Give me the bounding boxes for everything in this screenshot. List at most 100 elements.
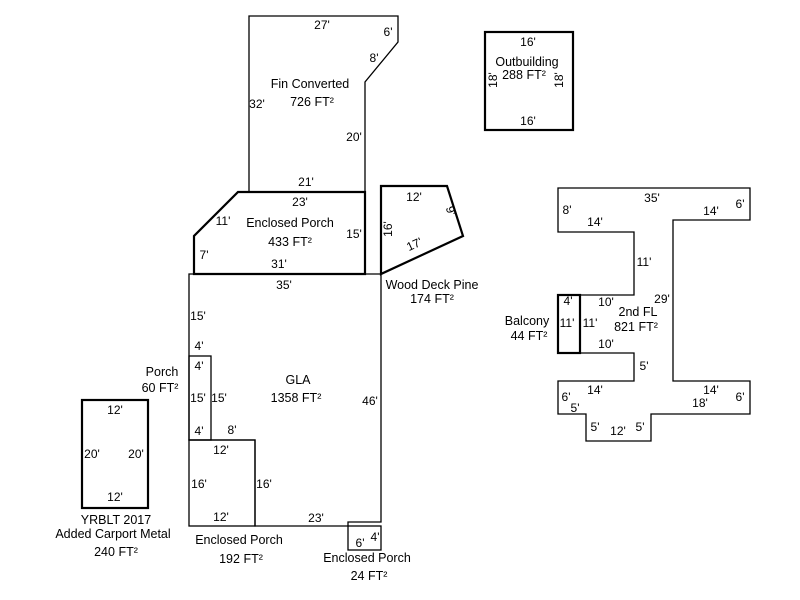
enclosed-porch-192-outline xyxy=(188,439,256,527)
balcony-area: 44 FT² xyxy=(511,329,548,343)
carport-outline xyxy=(80,398,150,510)
enclosed-porch-192-dim-top: 12' xyxy=(213,443,229,457)
second-floor-dim-right-29: 29' xyxy=(654,292,670,306)
gla-dim-left-4b: 4' xyxy=(195,424,204,438)
fin-converted-name: Fin Converted xyxy=(271,77,350,91)
second-floor-name: 2nd FL xyxy=(619,305,658,319)
fin-converted-dim-notch-diag: 8' xyxy=(370,51,379,65)
enclosed-porch-433-dim-diag: 11' xyxy=(216,214,231,228)
wood-deck-dim-diag: 17' xyxy=(404,235,424,254)
enclosed-porch-433-section: Enclosed Porch 433 FT² 23' 11' 7' 15' 31… xyxy=(192,190,367,276)
second-floor-dim-br-step: 14' xyxy=(703,383,719,397)
fin-converted-dim-left: 32' xyxy=(249,97,265,111)
gla-section: GLA 1358 FT² 35' 15' 4' 15' 4' 8' 46' 23… xyxy=(188,273,382,527)
wood-deck-dim-left: 16' xyxy=(381,221,395,237)
porch-dim-left: 15' xyxy=(190,391,206,405)
fin-converted-dim-bottom: 21' xyxy=(298,175,314,189)
wood-deck-outline xyxy=(379,184,465,276)
wood-deck-section: Wood Deck Pine 174 FT² 12' 9' 16' 17' xyxy=(379,184,479,306)
balcony-section: Balcony 44 FT² 4' 11' 11' xyxy=(505,293,598,355)
second-floor-dim-br-side: 6' xyxy=(736,390,745,404)
enclosed-porch-24-outline xyxy=(347,525,382,551)
carport-section: YRBLT 2017 Added Carport Metal 240 FT² 1… xyxy=(55,398,171,559)
gla-dim-left-15: 15' xyxy=(211,391,227,405)
carport-area: 240 FT² xyxy=(94,545,138,559)
enclosed-porch-192-area: 192 FT² xyxy=(219,552,263,566)
second-floor-dim-bl-5c: 5' xyxy=(636,420,645,434)
enclosed-porch-433-name: Enclosed Porch xyxy=(246,216,334,230)
outbuilding-dim-right: 18' xyxy=(552,72,566,88)
wood-deck-dim-top: 12' xyxy=(406,190,422,204)
fin-converted-dim-right: 20' xyxy=(346,130,362,144)
enclosed-porch-433-dim-bottom: 31' xyxy=(271,257,287,271)
enclosed-porch-192-dim-right: 16' xyxy=(256,477,272,491)
wood-deck-name: Wood Deck Pine xyxy=(386,278,479,292)
fin-converted-section: Fin Converted 726 FT² 27' 6' 8' 32' 20' … xyxy=(248,15,399,193)
porch-dim-top: 4' xyxy=(195,359,204,373)
gla-name: GLA xyxy=(285,373,311,387)
outbuilding-outline xyxy=(483,30,575,132)
enclosed-porch-192-section: Enclosed Porch 192 FT² 12' 16' 16' 12' xyxy=(188,439,283,566)
second-floor-dim-tl-step: 14' xyxy=(587,215,603,229)
outbuilding-area: 288 FT² xyxy=(502,68,546,82)
fin-converted-area: 726 FT² xyxy=(290,95,334,109)
second-floor-dim-top: 35' xyxy=(644,191,660,205)
fin-converted-dim-top: 27' xyxy=(314,18,330,32)
balcony-dim-right: 11' xyxy=(583,316,598,330)
outbuilding-section: Outbuilding 288 FT² 16' 16' 18' 18' xyxy=(483,30,575,132)
wood-deck-dim-right: 9' xyxy=(443,204,459,217)
outbuilding-name: Outbuilding xyxy=(495,55,558,69)
second-floor-dim-bl-5b: 5' xyxy=(591,420,600,434)
outbuilding-dim-top: 16' xyxy=(520,35,536,49)
enclosed-porch-24-dim-bottom: 6' xyxy=(356,536,365,550)
enclosed-porch-24-dim-right: 4' xyxy=(371,530,380,544)
enclosed-porch-192-name: Enclosed Porch xyxy=(195,533,283,547)
enclosed-porch-192-dim-bottom: 12' xyxy=(213,510,229,524)
porch-section: Porch 60 FT² 4' 15' xyxy=(142,355,212,441)
second-floor-dim-bl-step: 14' xyxy=(587,383,603,397)
second-floor-dim-tl-side: 8' xyxy=(563,203,572,217)
enclosed-porch-192-dim-left: 16' xyxy=(191,477,207,491)
second-floor-dim-bl-5a: 5' xyxy=(571,401,580,415)
gla-dim-bottom: 23' xyxy=(308,511,324,525)
second-floor-dim-bottom-12: 12' xyxy=(610,424,626,438)
second-floor-dim-bl-side: 6' xyxy=(562,390,571,404)
gla-dim-step: 8' xyxy=(228,423,237,437)
gla-dim-left-upper: 15' xyxy=(190,309,206,323)
balcony-dim-top: 4' xyxy=(564,294,573,308)
carport-dim-right: 20' xyxy=(128,447,144,461)
second-floor-dim-inner-11: 11' xyxy=(637,255,652,269)
enclosed-porch-433-dim-left: 7' xyxy=(200,248,209,262)
second-floor-dim-inner-10a: 10' xyxy=(598,295,614,309)
enclosed-porch-433-dim-right: 15' xyxy=(346,227,362,241)
gla-dim-right: 46' xyxy=(362,394,378,408)
balcony-name: Balcony xyxy=(505,314,550,328)
outbuilding-dim-left: 18' xyxy=(486,72,500,88)
gla-area: 1358 FT² xyxy=(271,391,322,405)
second-floor-outline xyxy=(557,187,751,442)
balcony-dim-left: 11' xyxy=(560,316,575,330)
gla-dim-top: 35' xyxy=(276,278,292,292)
carport-dim-bottom: 12' xyxy=(107,490,123,504)
second-floor-dim-tr-side: 6' xyxy=(736,197,745,211)
enclosed-porch-433-dim-top: 23' xyxy=(292,195,308,209)
carport-name-line1: YRBLT 2017 xyxy=(81,513,151,527)
carport-name-line2: Added Carport Metal xyxy=(55,527,170,541)
enclosed-porch-24-section: Enclosed Porch 24 FT² 6' 4' xyxy=(323,525,411,583)
fin-converted-dim-notch-top: 6' xyxy=(384,25,393,39)
gla-dim-left-4a: 4' xyxy=(195,339,204,353)
carport-dim-top: 12' xyxy=(107,403,123,417)
second-floor-dim-inner-5: 5' xyxy=(640,359,649,373)
balcony-outline xyxy=(556,293,582,355)
second-floor-section: 2nd FL 821 FT² 35' 8' 14' 6' 14' 11' 10'… xyxy=(557,187,751,442)
second-floor-dim-inner-10b: 10' xyxy=(598,337,614,351)
second-floor-dim-tr-step: 14' xyxy=(703,204,719,218)
wood-deck-area: 174 FT² xyxy=(410,292,454,306)
second-floor-area: 821 FT² xyxy=(614,320,658,334)
porch-name: Porch xyxy=(146,365,179,379)
enclosed-porch-24-area: 24 FT² xyxy=(351,569,388,583)
porch-area: 60 FT² xyxy=(142,381,179,395)
enclosed-porch-24-name: Enclosed Porch xyxy=(323,551,411,565)
carport-dim-left: 20' xyxy=(84,447,100,461)
